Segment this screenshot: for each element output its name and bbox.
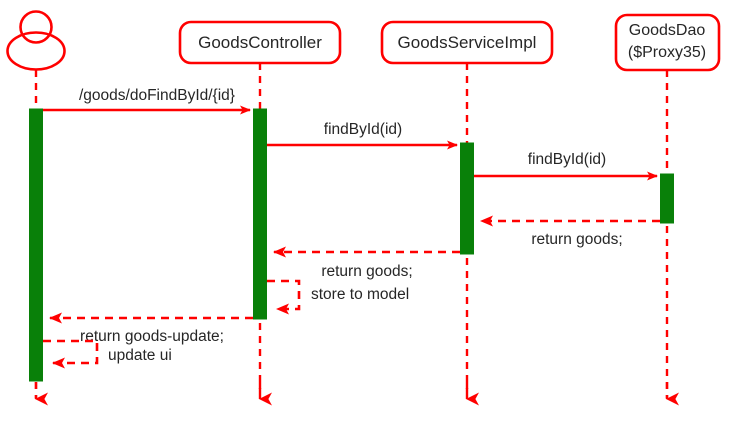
message-label-m4: return goods;: [531, 231, 622, 248]
participant-label-dao-line2: ($Proxy35): [628, 44, 706, 61]
message-arrow-m8: [43, 339, 99, 369]
activation-bar-controller: [253, 108, 267, 320]
message-m4[interactable]: return goods;: [480, 215, 660, 248]
activation-bars-group: [29, 108, 674, 382]
participant-actor[interactable]: [6, 10, 66, 71]
participant-label-service: GoodsServiceImpl: [398, 33, 537, 52]
participant-controller[interactable]: GoodsController: [178, 20, 342, 65]
participant-box-controller[interactable]: [178, 20, 342, 65]
message-m8[interactable]: update ui: [43, 339, 172, 369]
actor-body-icon: [6, 31, 66, 71]
activation-bar-service: [460, 142, 474, 255]
message-label-m6: store to model: [311, 286, 409, 303]
message-m1[interactable]: /goods/doFindById/{id}: [43, 87, 251, 115]
message-m6[interactable]: store to model: [267, 279, 409, 315]
message-m3[interactable]: findById(id): [474, 151, 658, 181]
message-label-m2: findById(id): [324, 121, 402, 138]
message-m5[interactable]: return goods;: [273, 246, 460, 280]
participant-box-service[interactable]: [380, 20, 554, 65]
lifeline-terminators-group: [34, 382, 679, 406]
participant-dao[interactable]: GoodsDao ($Proxy35): [614, 13, 721, 72]
message-label-m5: return goods;: [321, 263, 412, 280]
message-label-m3: findById(id): [528, 151, 606, 168]
message-label-m8: update ui: [108, 347, 172, 364]
message-label-m1: /goods/doFindById/{id}: [79, 87, 235, 104]
participant-box-dao[interactable]: [614, 13, 721, 72]
participant-label-controller: GoodsController: [198, 33, 322, 52]
actor-head-icon: [19, 10, 53, 44]
activation-bar-dao: [660, 173, 674, 224]
participant-service[interactable]: GoodsServiceImpl: [380, 20, 554, 65]
activation-bar-actor: [29, 108, 43, 382]
message-m2[interactable]: findById(id): [267, 121, 458, 150]
message-label-m7: return goods-update;: [80, 328, 224, 345]
message-m7[interactable]: return goods-update;: [49, 312, 253, 345]
participant-label-dao-line1: GoodsDao: [629, 22, 706, 39]
message-arrow-m6: [267, 279, 301, 315]
